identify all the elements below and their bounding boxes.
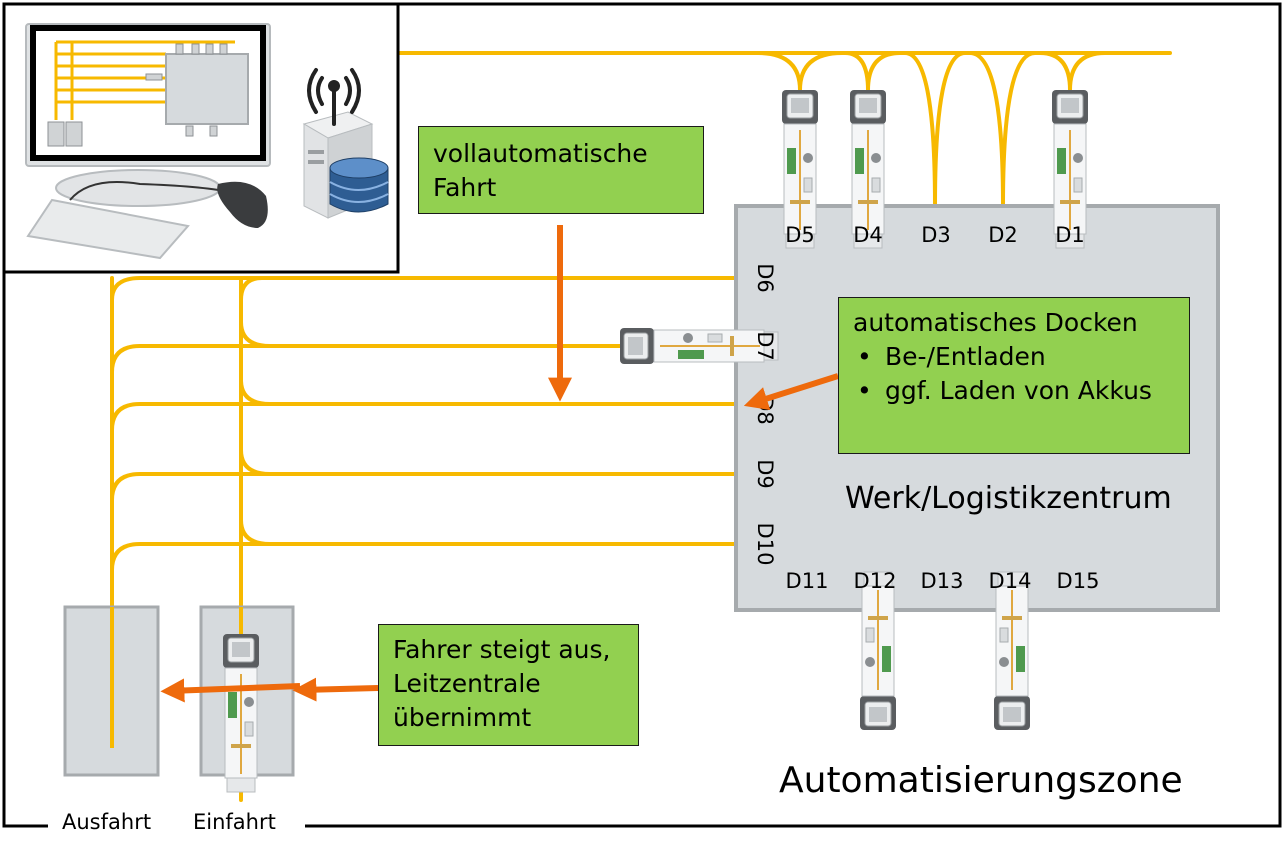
callout-docking-list: Be-/Entladen ggf. Laden von Akkus [853, 340, 1175, 408]
arrow-entry-to-exit [160, 678, 301, 703]
dock-label-d4: D4 [853, 223, 883, 247]
truck-icon [859, 571, 897, 731]
gate-label-exit: Ausfahrt [62, 810, 152, 834]
dock-label-d10: D10 [753, 523, 777, 566]
track-d7b [239, 320, 272, 348]
track-branch-d3b [933, 51, 967, 207]
track-branch-d3 [903, 51, 937, 207]
dock-label-d9: D9 [753, 459, 777, 489]
database-icon [329, 157, 389, 213]
dock-label-d11: D11 [786, 569, 829, 593]
dock-label-d5: D5 [785, 223, 815, 247]
track-branch-d1 [1038, 51, 1072, 92]
track-d6 [110, 276, 737, 302]
callout-full-auto: vollautomatische Fahrt [418, 126, 704, 214]
control-center-panel [2, 2, 400, 274]
dock-label-d3: D3 [921, 223, 951, 247]
track-branch-d5 [756, 51, 802, 92]
track-d9b [239, 448, 272, 476]
track-d8b [239, 378, 272, 406]
track-d7 [110, 344, 622, 374]
zone-label: Automatisierungszone [779, 760, 1183, 801]
track-branch-d4b [866, 51, 902, 92]
callout-driver-text: Fahrer steigt aus, Leitzentrale übernimm… [393, 635, 611, 732]
arrow-docking [743, 373, 839, 411]
dock-label-d14: D14 [989, 569, 1032, 593]
zone-border [2, 2, 1282, 828]
dock-label-d12: D12 [854, 569, 897, 593]
docks-bottom: D11 D12 D13 D14 D15 [786, 569, 1100, 593]
dock-label-d1: D1 [1055, 223, 1085, 247]
track-d8 [110, 402, 737, 432]
callout-docking-item: ggf. Laden von Akkus [853, 374, 1175, 408]
building-label: Werk/Logistikzentrum [845, 481, 1172, 516]
wireless-signal-icon [307, 68, 361, 126]
track-d6b [239, 276, 264, 302]
track-d9 [110, 472, 737, 502]
truck-icon [222, 633, 260, 793]
callout-full-auto-text: vollautomatische Fahrt [433, 139, 648, 202]
track-branch-d4 [843, 51, 870, 92]
callout-docking-item: Be-/Entladen [853, 340, 1175, 374]
monitor-icon [25, 23, 271, 167]
dock-label-d7: D7 [753, 331, 777, 361]
track-d10 [110, 542, 737, 572]
track-branch-d1b [1068, 51, 1107, 92]
dock-label-d15: D15 [1057, 569, 1100, 593]
dock-label-d6: D6 [753, 263, 777, 293]
track-branch-d5b [798, 51, 844, 92]
dock-label-d2: D2 [988, 223, 1018, 247]
callout-driver: Fahrer steigt aus, Leitzentrale übernimm… [378, 624, 639, 746]
callout-docking-title: automatisches Docken [853, 308, 1138, 337]
track-d10b [239, 518, 272, 546]
truck-icon [993, 571, 1031, 731]
keyboard-icon [26, 169, 221, 260]
arrow-driver-to-entry [292, 677, 379, 702]
track-network [110, 51, 1172, 802]
callout-docking: automatisches Docken Be-/Entladen ggf. L… [838, 297, 1190, 454]
dock-label-d13: D13 [921, 569, 964, 593]
track-branch-d2 [968, 51, 1005, 207]
docks-top: D5 D4 D3 D2 D1 [785, 223, 1085, 247]
gate-label-entry: Einfahrt [193, 810, 276, 834]
mouse-icon [69, 181, 268, 228]
track-branch-d2b [1001, 51, 1037, 207]
